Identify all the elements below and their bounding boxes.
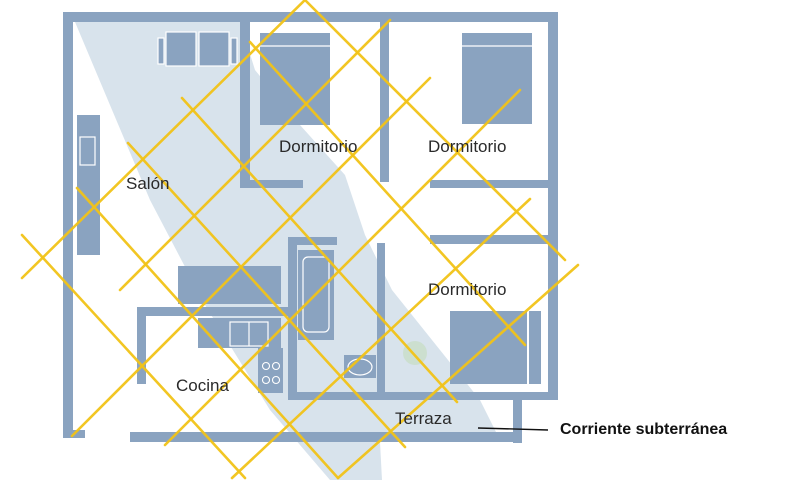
grid-line xyxy=(180,96,459,404)
label-bedroom-3: Dormitorio xyxy=(428,280,506,299)
sofa xyxy=(157,31,238,67)
bed-3 xyxy=(450,311,541,384)
grid-line xyxy=(20,233,247,480)
label-kitchen: Cocina xyxy=(176,376,229,395)
label-salon: Salón xyxy=(126,174,169,193)
grid-line xyxy=(126,141,407,449)
callout-underground-stream: Corriente subterránea xyxy=(560,421,727,438)
label-bedroom-1: Dormitorio xyxy=(279,137,357,156)
energy-grid xyxy=(20,0,580,480)
grid-line xyxy=(118,18,392,292)
grid-line xyxy=(248,40,527,347)
grid-line xyxy=(303,0,567,262)
marker-dot xyxy=(403,341,427,365)
kitchen-counter xyxy=(178,266,281,348)
grid-line xyxy=(75,186,340,480)
grid-line xyxy=(336,263,580,480)
bed-1 xyxy=(260,33,330,125)
label-terrace: Terraza xyxy=(395,409,452,428)
label-bedroom-2: Dormitorio xyxy=(428,137,506,156)
grid-line xyxy=(70,76,432,438)
stove xyxy=(258,348,283,393)
grid-line xyxy=(20,0,307,280)
grid-line xyxy=(230,197,532,480)
callout-line xyxy=(477,427,549,431)
bed-2 xyxy=(462,33,532,124)
underground-stream xyxy=(75,22,520,480)
tv-cabinet xyxy=(77,115,100,255)
grid-line xyxy=(163,88,522,447)
